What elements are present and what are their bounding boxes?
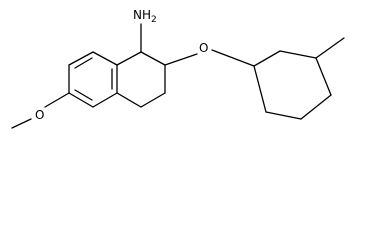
ether-bond <box>164 53 198 66</box>
bond <box>140 51 166 66</box>
double-bond <box>74 89 93 101</box>
cyclohexyl-ring <box>253 50 332 120</box>
bond <box>279 50 317 59</box>
bond <box>300 94 332 120</box>
bond <box>116 92 142 108</box>
bond <box>253 65 267 113</box>
bond <box>92 51 118 66</box>
amine-subscript: 2 <box>151 15 157 25</box>
saturated-ring <box>116 51 166 108</box>
bond <box>116 51 142 66</box>
molecule-structure: NH2 O O <box>11 8 345 129</box>
methoxy-bond <box>44 92 70 108</box>
bond <box>68 92 94 108</box>
bond <box>315 57 332 96</box>
bond <box>92 92 118 108</box>
methoxy-oxygen-label: O <box>35 108 44 122</box>
bond <box>253 50 281 67</box>
amine-label: NH2 <box>133 8 157 25</box>
ether-bond <box>211 49 255 67</box>
bond <box>265 111 302 120</box>
double-bond <box>74 57 93 69</box>
amine-symbol: NH <box>133 8 151 22</box>
bond <box>140 92 166 108</box>
ether-oxygen-label: O <box>199 41 208 55</box>
aromatic-ring <box>68 51 118 108</box>
methyl-bond <box>11 118 32 129</box>
methyl-bond <box>315 37 345 59</box>
bond <box>68 51 94 66</box>
